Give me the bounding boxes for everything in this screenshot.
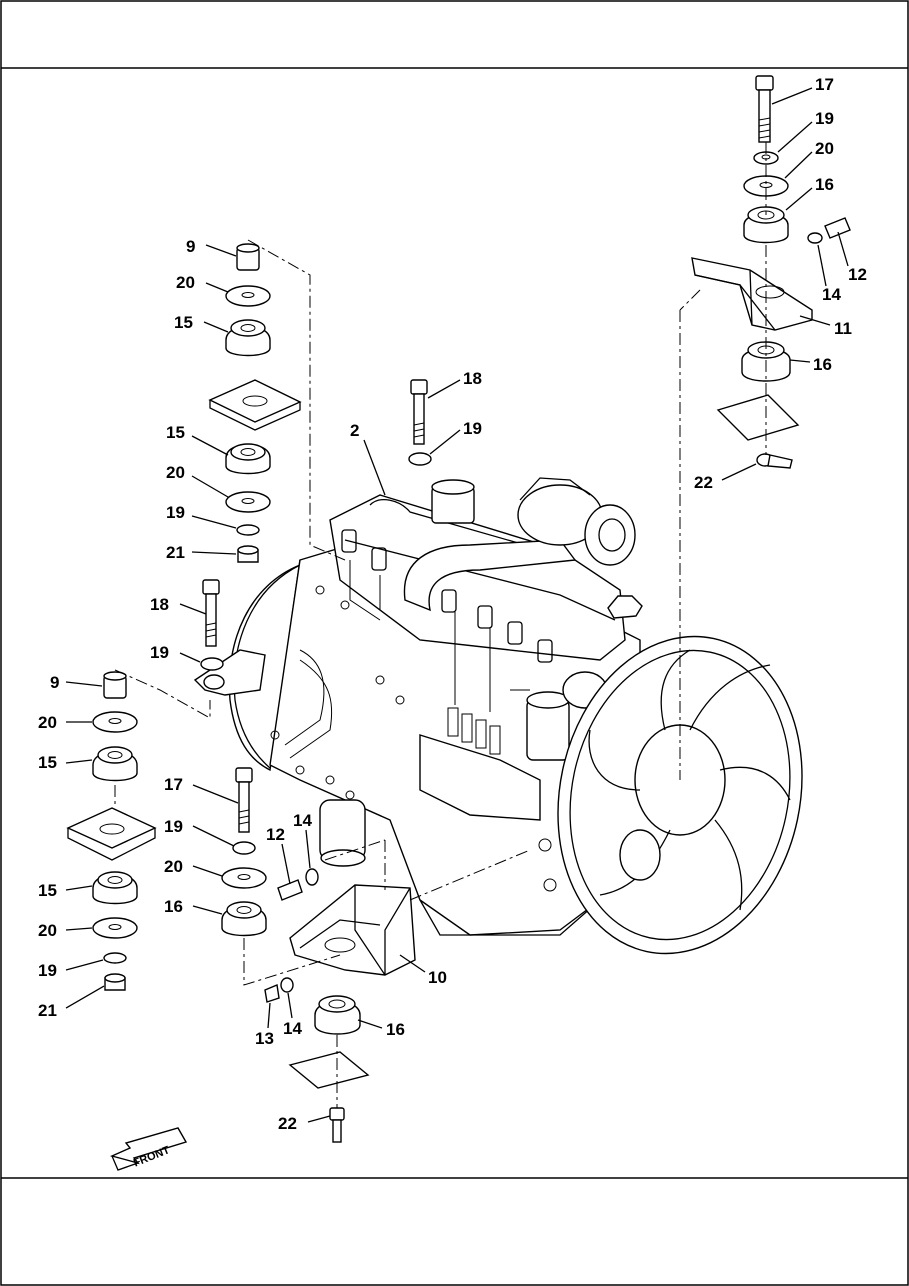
callout-19: 19 — [150, 643, 169, 662]
front-direction-arrow: FRONT — [109, 1127, 188, 1171]
callout-14: 14 — [283, 1019, 302, 1038]
callout-22: 22 — [278, 1114, 297, 1133]
callout-19: 19 — [38, 961, 57, 980]
callout-16: 16 — [815, 175, 834, 194]
callout-20: 20 — [38, 921, 57, 940]
callout-9: 9 — [186, 237, 195, 256]
callout-10: 10 — [428, 968, 447, 987]
callout-9: 9 — [50, 673, 59, 692]
callout-11: 11 — [834, 319, 852, 338]
rear-left-upper-mount — [208, 239, 346, 563]
left-bolt — [200, 579, 224, 671]
callout-13: 13 — [255, 1029, 274, 1048]
callout-14: 14 — [293, 811, 312, 830]
engine-assembly — [193, 477, 643, 936]
callout-21: 21 — [38, 1001, 57, 1020]
callout-labels: 17 19 20 16 12 14 11 16 22 9 20 15 18 19… — [38, 75, 867, 1133]
callout-21: 21 — [166, 543, 185, 562]
callout-20: 20 — [164, 857, 183, 876]
callout-19: 19 — [164, 817, 183, 836]
callout-19: 19 — [463, 419, 482, 438]
callout-15: 15 — [166, 423, 185, 442]
callout-14: 14 — [822, 285, 841, 304]
callout-16: 16 — [813, 355, 832, 374]
callout-16: 16 — [164, 897, 183, 916]
callout-19: 19 — [815, 109, 834, 128]
callout-15: 15 — [174, 313, 193, 332]
rear-left-lower-mount — [66, 669, 211, 991]
callout-17: 17 — [164, 775, 183, 794]
callout-18: 18 — [150, 595, 169, 614]
callout-19: 19 — [166, 503, 185, 522]
callout-20: 20 — [176, 273, 195, 292]
callout-18: 18 — [463, 369, 482, 388]
head-bolt — [408, 379, 432, 466]
front-right-mount — [679, 75, 851, 780]
callout-15: 15 — [38, 881, 57, 900]
callout-2: 2 — [350, 421, 359, 440]
callout-15: 15 — [38, 753, 57, 772]
callout-20: 20 — [38, 713, 57, 732]
callout-16: 16 — [386, 1020, 405, 1039]
leader-lines — [65, 87, 849, 1123]
callout-20: 20 — [166, 463, 185, 482]
callout-12: 12 — [266, 825, 285, 844]
callout-22: 22 — [694, 473, 713, 492]
callout-20: 20 — [815, 139, 834, 158]
callout-17: 17 — [815, 75, 834, 94]
front-left-mount — [221, 767, 531, 1143]
callout-12: 12 — [848, 265, 867, 284]
